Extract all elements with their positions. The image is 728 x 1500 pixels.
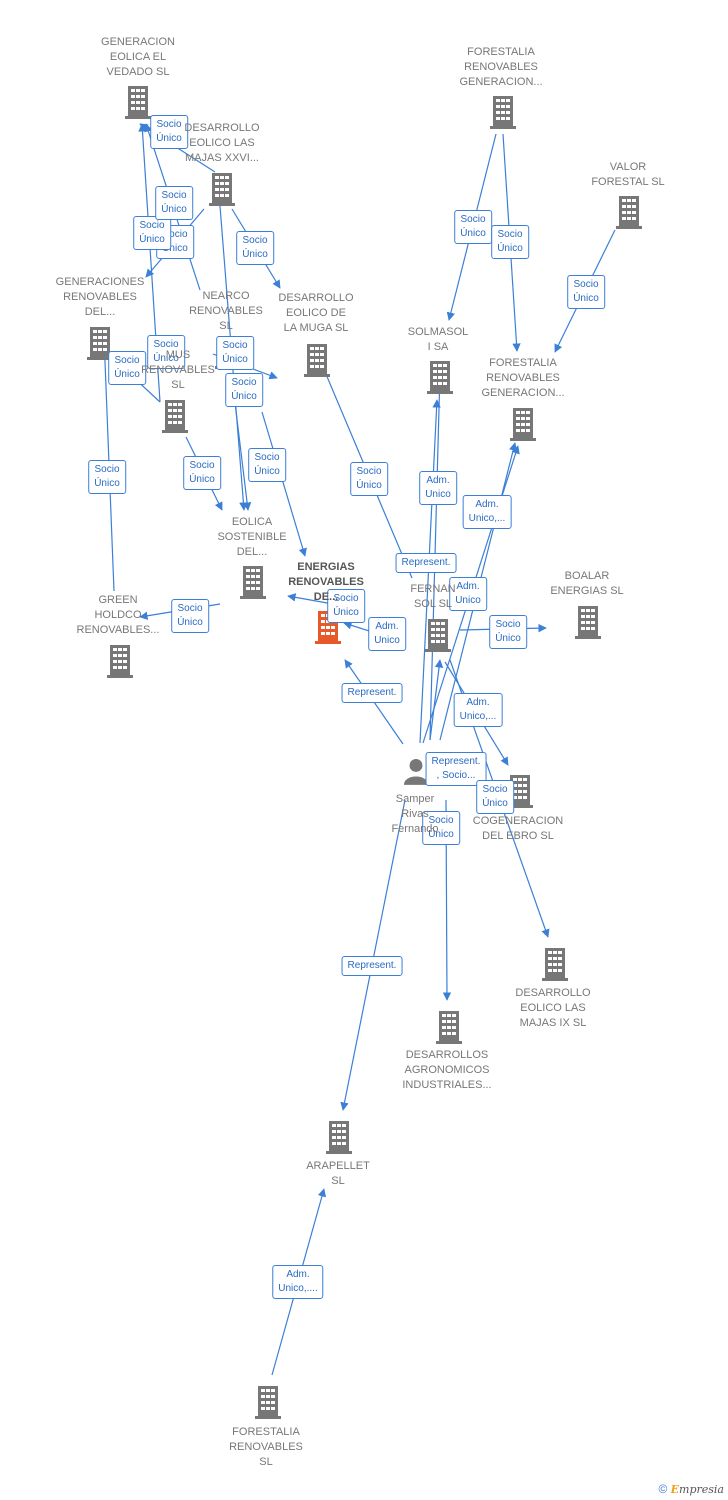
node-label-nearco[interactable]: NEARCO RENOVABLES SL (189, 290, 263, 332)
edge-relation-label[interactable]: Socio Único (225, 373, 263, 407)
building-icon[interactable] (575, 606, 601, 639)
building-icon[interactable] (304, 344, 330, 377)
edge-relation-label[interactable]: Socio Único (147, 335, 185, 369)
edge-relation-label[interactable]: Adm. Unico,... (462, 495, 512, 529)
edge-relation-label[interactable]: Adm. Unico (419, 471, 457, 505)
node-label-cogeneracion-ebro[interactable]: COGENERACION DEL EBRO SL (472, 815, 564, 842)
building-icon[interactable] (427, 361, 453, 394)
node-label-des-eolico-muga[interactable]: DESARROLLO EOLICO DE LA MUGA SL (278, 292, 354, 334)
edge-relation-label[interactable]: Adm. Unico,... (453, 693, 503, 727)
edge-line (261, 411, 307, 557)
edge-relation-label[interactable]: Socio Único (133, 216, 171, 250)
node-label-generaciones-renovables[interactable]: GENERACIONES RENOVABLES DEL... (55, 276, 145, 318)
edge-relation-label[interactable]: Socio Único (183, 456, 221, 490)
person-icon[interactable] (404, 759, 428, 785)
edge-relation-label[interactable]: Socio Único (476, 780, 514, 814)
node-label-energias-renovables[interactable]: ENERGIAS RENOVABLES DE... (288, 561, 364, 603)
empresia-logo: Empresia (670, 1483, 724, 1496)
building-icon[interactable] (209, 173, 235, 206)
node-label-forestalia-gen-1[interactable]: FORESTALIA RENOVABLES GENERACION... (459, 46, 543, 88)
node-label-samper[interactable]: Samper Rivas Fernando (391, 793, 439, 835)
node-label-boalar[interactable]: BOALAR ENERGIAS SL (550, 570, 624, 597)
edge-relation-label[interactable]: Represent. (341, 956, 403, 976)
node-label-green-holdco[interactable]: GREEN HOLDCO RENOVABLES... (76, 594, 160, 636)
node-label-forestalia-renovables[interactable]: FORESTALIA RENOVABLES SL (229, 1426, 303, 1468)
building-icon[interactable] (490, 96, 516, 129)
edge-relation-label[interactable]: Socio Único (155, 186, 193, 220)
edge-relation-label[interactable]: Socio Único (350, 462, 388, 496)
edge-relation-label[interactable]: Socio Único (567, 275, 605, 309)
node-label-forestalia-gen-2[interactable]: FORESTALIA RENOVABLES GENERACION... (481, 357, 565, 399)
edge-relation-label[interactable]: Socio Único (489, 615, 527, 649)
building-icon[interactable] (162, 400, 188, 433)
node-label-des-eolico-majas-xxvi[interactable]: DESARROLLO EOLICO LAS MAJAS XXVI... (184, 122, 260, 164)
node-label-fernan-sol[interactable]: FERNAN SOL SL (410, 583, 456, 610)
building-icon[interactable] (542, 948, 568, 981)
node-label-mus-renovables[interactable]: MUS RENOVABLES SL (141, 349, 215, 391)
node-label-solmasol[interactable]: SOLMASOL I SA (407, 326, 469, 353)
edge-relation-label[interactable]: Socio Único (150, 115, 188, 149)
building-icon[interactable] (436, 1011, 462, 1044)
edge-relation-label[interactable]: Socio Único (108, 351, 146, 385)
building-icon[interactable] (510, 408, 536, 441)
building-icon[interactable] (425, 619, 451, 652)
edge-relation-label[interactable]: Adm. Unico,.... (272, 1265, 324, 1299)
edge-relation-label[interactable]: Represent. , Socio... (425, 752, 487, 786)
edge-relation-label[interactable]: Socio Único (216, 336, 254, 370)
building-icon[interactable] (326, 1121, 352, 1154)
building-icon[interactable] (125, 86, 151, 119)
edge-relation-label[interactable]: Socio Único (171, 599, 209, 633)
node-label-gen-eolica-vedado[interactable]: GENERACION EOLICA EL VEDADO SL (101, 36, 175, 78)
edge-relation-label[interactable]: Adm. Unico (368, 617, 406, 651)
footer-brand: © Empresia (658, 1482, 724, 1496)
edge-relation-label[interactable]: Represent. (341, 683, 403, 703)
edge-relation-label[interactable]: Socio Único (454, 210, 492, 244)
edge-relation-label[interactable]: Adm. Unico (449, 577, 487, 611)
node-label-eolica-sostenible[interactable]: EOLICA SOSTENIBLE DEL... (217, 516, 287, 558)
edge-relation-label[interactable]: Socio Único (248, 448, 286, 482)
edge-line (429, 659, 444, 741)
node-label-des-eolico-majas-ix[interactable]: DESARROLLO EOLICO LAS MAJAS IX SL (515, 987, 591, 1029)
edge-relation-label[interactable]: Socio Único (327, 589, 365, 623)
copyright-symbol: © (658, 1482, 668, 1496)
node-label-arapellet[interactable]: ARAPELLET SL (306, 1160, 370, 1187)
node-label-valor-forestal[interactable]: VALOR FORESTAL SL (591, 161, 665, 188)
edge-relation-label[interactable]: Socio Único (422, 811, 460, 845)
building-icon[interactable] (255, 1386, 281, 1419)
edge-relation-label[interactable]: Socio Único (236, 231, 274, 265)
edge-line (340, 799, 406, 1111)
edge-relation-label[interactable]: Socio Único (491, 225, 529, 259)
building-icon[interactable] (107, 645, 133, 678)
node-label-desarrollos-agronomicos[interactable]: DESARROLLOS AGRONOMICOS INDUSTRIALES... (402, 1049, 492, 1091)
building-icon[interactable] (616, 196, 642, 229)
edge-relation-label[interactable]: Socio Único (88, 460, 126, 494)
edge-relation-label[interactable]: Represent. (395, 553, 457, 573)
